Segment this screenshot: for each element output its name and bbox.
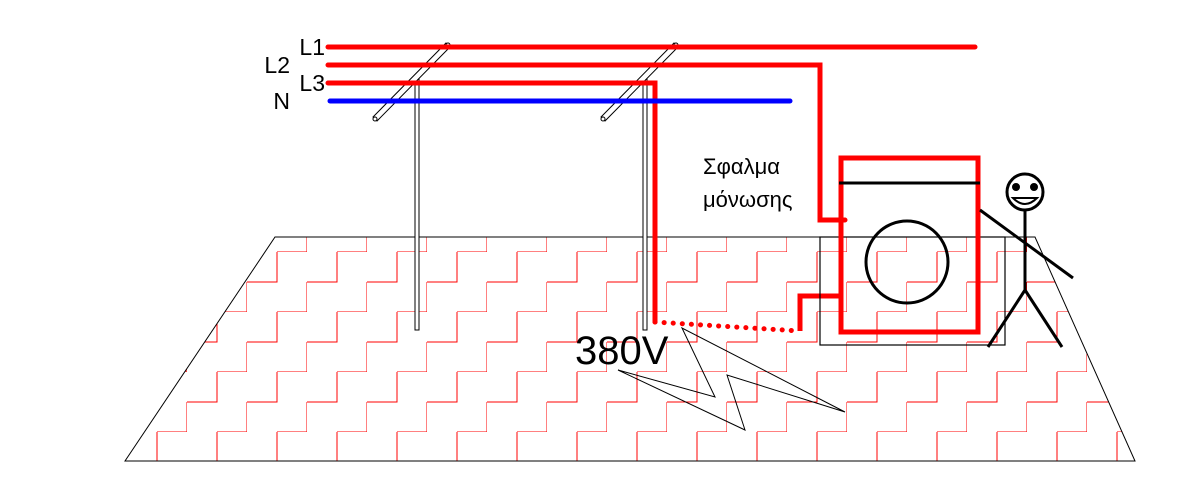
label-l2: L2 xyxy=(264,52,290,78)
floor xyxy=(124,236,1136,462)
line-l2 xyxy=(325,62,848,223)
label-l3: L3 xyxy=(299,70,325,96)
person-figure xyxy=(979,172,1074,348)
fault-label-line1: Σφαλμα xyxy=(703,154,780,179)
fault-path xyxy=(652,319,803,334)
label-l1: L1 xyxy=(299,34,325,60)
line-l3 xyxy=(325,80,658,325)
fault-label-line2: μόνωσης xyxy=(703,187,793,212)
washing-machine xyxy=(819,155,1006,346)
lightning-icon xyxy=(617,326,846,431)
label-n: N xyxy=(273,88,290,114)
drum-icon xyxy=(864,219,950,305)
ground-wire xyxy=(797,293,842,331)
voltage-label: 380V xyxy=(575,329,669,373)
